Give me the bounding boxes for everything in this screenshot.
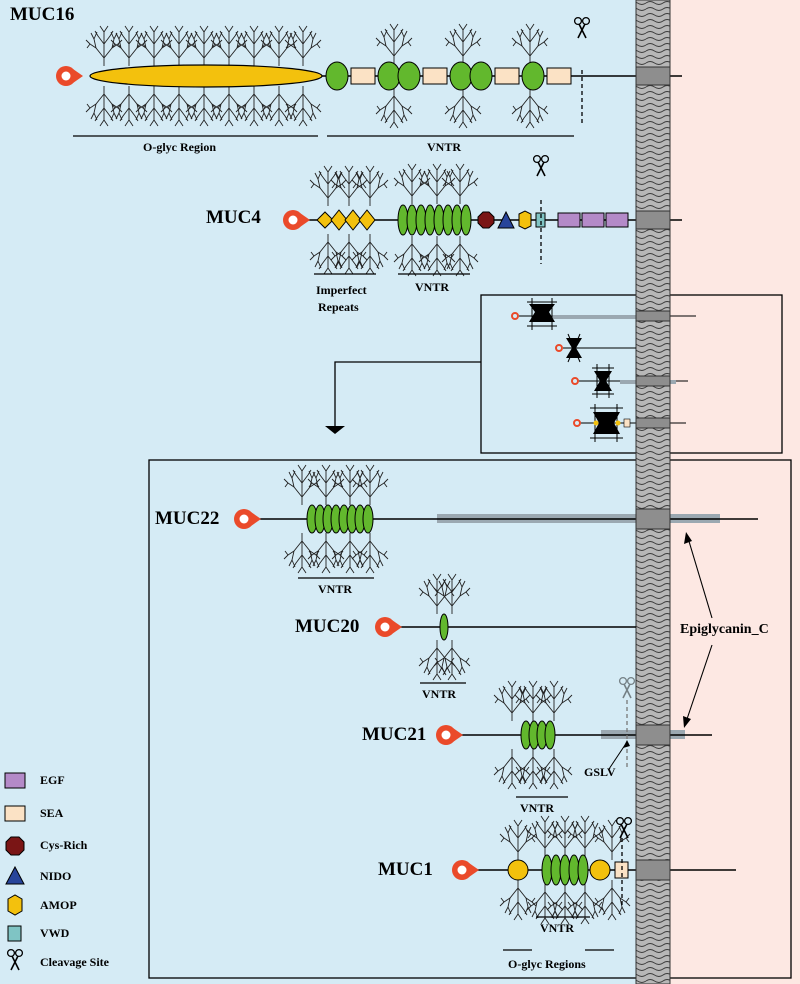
muc4-imperfect-label: Imperfect <box>316 283 367 297</box>
muc4-tm-domain <box>635 210 671 230</box>
muc22 <box>234 464 758 579</box>
cytoplasm-space <box>650 0 800 984</box>
muc16-tm-domain <box>635 66 671 86</box>
muc4-vntr-label: VNTR <box>415 280 450 294</box>
muc21-label: MUC21 <box>362 724 427 745</box>
muc1-oglyc-right <box>589 859 611 881</box>
zoom-arrow <box>334 361 481 428</box>
muc16-vntr-label: VNTR <box>427 140 462 154</box>
muc1-tm-domain <box>635 859 671 881</box>
muc16 <box>56 16 682 137</box>
muc16-vntr-repeats <box>325 61 572 91</box>
legend <box>4 772 26 971</box>
muc1-oglyc-regions-label: O-glyc Regions <box>508 957 586 971</box>
muc16-label: MUC16 <box>10 4 75 25</box>
muc4 <box>283 154 682 276</box>
muc4-label: MUC4 <box>206 207 261 228</box>
muc4-vwd-domain <box>535 212 546 228</box>
legend-vwd-label: VWD <box>40 926 70 940</box>
epiglycanin-arrows <box>683 532 713 728</box>
legend-vwd-swatch <box>7 925 22 942</box>
muc22-vntr-label: VNTR <box>318 582 353 596</box>
legend-cys-swatch <box>5 836 25 856</box>
muc22-vntr-repeats <box>306 504 374 534</box>
zoom-arrowhead <box>325 426 345 434</box>
muc4-vntr-repeats <box>397 204 472 236</box>
legend-cleavage-label: Cleavage Site <box>40 955 109 969</box>
muc4-repeats-label: Repeats <box>318 300 359 314</box>
muc1-vntr-label: VNTR <box>540 921 575 935</box>
minor-mucins-box <box>148 459 792 979</box>
muc21-vntr-label: VNTR <box>520 801 555 815</box>
muc16-oglyc-region-label: O-glyc Region <box>143 140 216 154</box>
inset-box <box>480 294 783 454</box>
muc20-label: MUC20 <box>295 616 360 637</box>
legend-sea-label: SEA <box>40 806 64 820</box>
legend-nido-label: NIDO <box>40 869 72 883</box>
muc22-label: MUC22 <box>155 508 220 529</box>
muc20-vntr-label: VNTR <box>422 687 457 701</box>
muc21-tm-domain <box>635 724 671 746</box>
muc22-tm-domain <box>635 508 671 530</box>
legend-sea-swatch <box>4 805 26 822</box>
muc16-oglyc-domain <box>89 64 323 88</box>
legend-amop-swatch <box>7 894 23 916</box>
muc1 <box>452 815 736 951</box>
legend-cys-label: Cys-Rich <box>40 838 88 852</box>
muc4-nido-domain <box>497 210 515 229</box>
epiglycanin-label: Epiglycanin_C <box>680 622 769 637</box>
muc1-oglyc-left <box>507 859 529 881</box>
muc20-vntr-repeat <box>439 613 449 641</box>
muc1-vntr-repeats <box>541 854 589 886</box>
inset-mucins <box>511 298 696 442</box>
extracellular-space <box>0 0 650 984</box>
muc21 <box>436 676 712 798</box>
muc4-cys-rich-domain <box>477 211 495 229</box>
legend-amop-label: AMOP <box>40 898 77 912</box>
plasma-membrane <box>635 0 671 984</box>
legend-nido-swatch <box>5 865 25 885</box>
muc21-vntr-repeats <box>520 720 556 750</box>
legend-egf-swatch <box>4 772 26 789</box>
muc4-imperfect-repeats <box>316 209 376 231</box>
muc4-amop-domain <box>518 210 532 230</box>
muc1-label: MUC1 <box>378 859 433 880</box>
legend-egf-label: EGF <box>40 773 65 787</box>
muc20 <box>375 573 636 684</box>
muc21-gslv-label: GSLV <box>584 765 616 779</box>
